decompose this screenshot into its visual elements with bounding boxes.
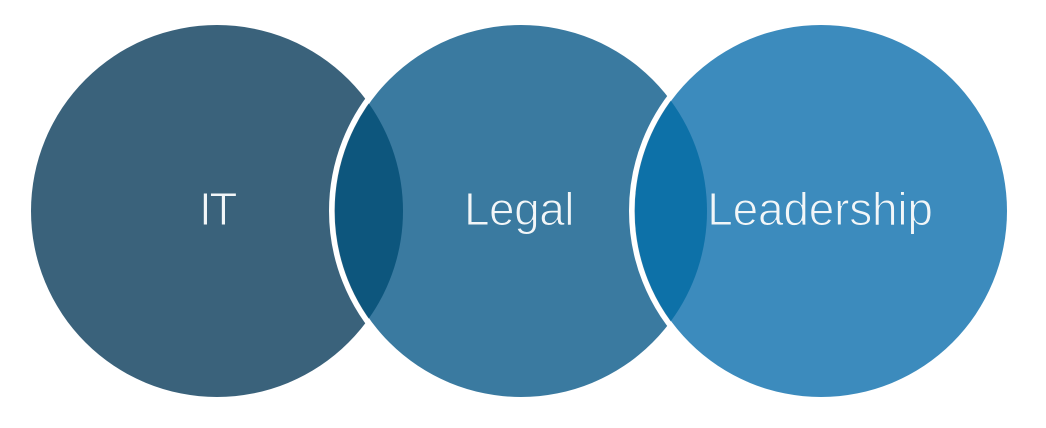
svg-text:Leadership: Leadership xyxy=(707,183,933,235)
svg-text:Legal: Legal xyxy=(464,183,574,235)
svg-text:IT: IT xyxy=(199,183,237,235)
